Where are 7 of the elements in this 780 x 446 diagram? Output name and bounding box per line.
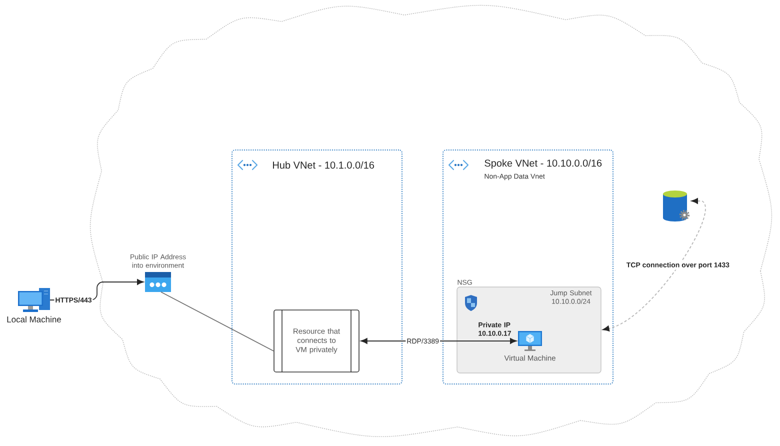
connector-line xyxy=(160,292,274,352)
double-arrow xyxy=(602,198,706,332)
icon-label: Local Machine xyxy=(7,316,61,322)
cloud-outline xyxy=(90,5,772,437)
database-icon xyxy=(663,190,690,222)
heading: Hub VNet - 10.1.0.0/16 xyxy=(273,161,374,169)
heading: Spoke VNet - 10.10.0.0/16 xyxy=(484,159,602,169)
